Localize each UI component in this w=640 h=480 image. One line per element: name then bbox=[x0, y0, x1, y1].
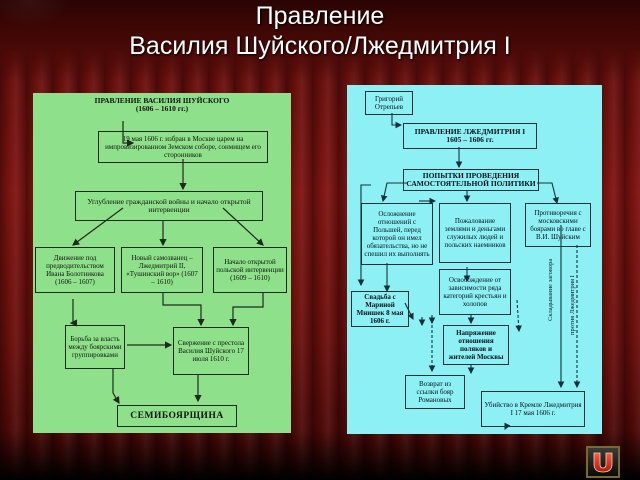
shuisky-deposition-box: Свержение с престола Василия Шуйского 17… bbox=[173, 327, 249, 375]
shuisky-header-title: ПРАВЛЕНИЕ ВАСИЛИЯ ШУЙСКОГО bbox=[94, 96, 230, 105]
false-dmitry-header-title: ПРАВЛЕНИЕ ЛЖЕДМИТРИЯ I bbox=[414, 127, 526, 136]
slide-title-line1: Правление bbox=[255, 2, 385, 30]
poland-relations-box: Осложнение отношений с Польшей, перед ко… bbox=[361, 203, 433, 265]
shuisky-header: ПРАВЛЕНИЕ ВАСИЛИЯ ШУЙСКОГО (1606 – 1610 … bbox=[73, 95, 251, 115]
false-dmitry-header-years: 1605 – 1606 гг. bbox=[446, 135, 494, 144]
poles-moscow-tension-box: Напряжение отношения поляков и жителей М… bbox=[443, 325, 509, 365]
boyar-contradictions-box: Противоречия с московскими боярами во гл… bbox=[525, 203, 591, 247]
false-dmitry-diagram: Григорий Отрепьев ПРАВЛЕНИЕ ЛЖЕДМИТРИЯ I… bbox=[347, 85, 602, 434]
false-dmitry-murder-box: Убийство в Кремле Лжедмитрия I 17 мая 16… bbox=[481, 391, 585, 427]
shuisky-diagram: ПРАВЛЕНИЕ ВАСИЛИЯ ШУЙСКОГО (1606 – 1610 … bbox=[33, 93, 291, 433]
against-false-dmitry-label: против Лжедмитрия I bbox=[569, 275, 576, 335]
civil-war-escalation-box: Углубление гражданской войны и начало от… bbox=[75, 191, 263, 221]
false-dmitry-header-box: ПРАВЛЕНИЕ ЛЖЕДМИТРИЯ I 1605 – 1606 гг. bbox=[403, 123, 537, 149]
peasant-liberation-box: Освобождение от зависимости ряда категор… bbox=[439, 269, 511, 315]
polish-intervention-box: Начало открытой польской интервенции (16… bbox=[213, 247, 287, 293]
return-button[interactable] bbox=[586, 446, 620, 478]
curtain-valance bbox=[0, 0, 640, 82]
shuisky-arrows bbox=[69, 121, 264, 405]
marina-mniszech-wedding-box: Свадьба с Мариной Мнишек 8 мая 1606 г. bbox=[351, 291, 409, 327]
false-dmitry-ii-box: Новый самозванец – Лжедмитрий II, «Тушин… bbox=[121, 247, 203, 293]
boyar-power-struggle-box: Борьба за власть между боярскими группир… bbox=[65, 325, 125, 369]
conspiracy-forming-label: Складывание заговора bbox=[547, 258, 554, 321]
u-turn-return-icon bbox=[593, 452, 613, 473]
romanovs-return-box: Возврат из ссылки бояр Романовых bbox=[405, 375, 465, 409]
shuisky-header-years: (1606 – 1610 гг.) bbox=[135, 104, 189, 113]
shuisky-election-box: 19 мая 1606 г. избран в Москве царем на … bbox=[98, 131, 268, 163]
otrepyev-box: Григорий Отрепьев bbox=[365, 91, 413, 115]
seven-boyars-box: СЕМИБОЯРЩИНА bbox=[117, 405, 237, 427]
independent-policy-attempts-box: ПОПЫТКИ ПРОВЕДЕНИЯ САМОСТОЯТЕЛЬНОЙ ПОЛИТ… bbox=[403, 169, 539, 191]
slide-title-line2: Василия Шуйского/Лжедмитрия I bbox=[129, 32, 511, 60]
bolotnikov-uprising-box: Движение под предводительством Ивана Бол… bbox=[35, 247, 115, 293]
stage-floor-shadow bbox=[0, 430, 640, 480]
land-grants-box: Пожалование землями и деньгами служилых … bbox=[439, 203, 511, 263]
